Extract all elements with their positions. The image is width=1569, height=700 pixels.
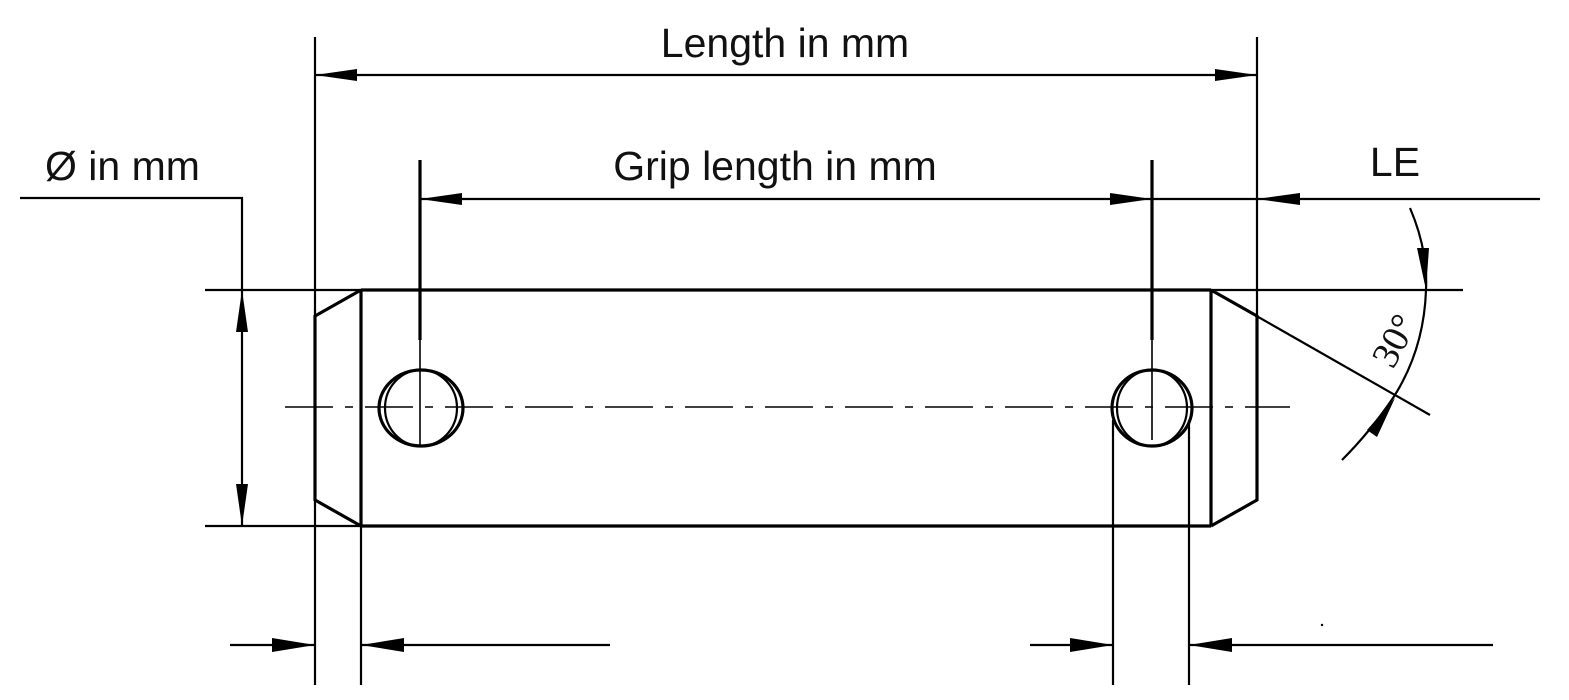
angle-dimension bbox=[1341, 207, 1429, 461]
le-label: LE bbox=[1370, 139, 1420, 185]
length-dimension bbox=[315, 69, 1257, 81]
stray-dot bbox=[1320, 623, 1324, 627]
hole-diameter-dimension bbox=[1030, 638, 1493, 652]
length-label: Length in mm bbox=[661, 20, 909, 66]
grip-length-dimension bbox=[420, 193, 1540, 205]
cross-hole-left bbox=[377, 368, 465, 448]
grip-length-label: Grip length in mm bbox=[613, 143, 937, 189]
pin-body-outline bbox=[359, 288, 1213, 528]
angle-label: 30° bbox=[1364, 308, 1426, 375]
diameter-label: Ø in mm bbox=[45, 143, 200, 189]
chamfer-angle-line bbox=[1210, 289, 1431, 416]
cross-hole-right bbox=[1110, 368, 1194, 448]
chamfer-width-dimension bbox=[230, 638, 610, 652]
right-chamfer bbox=[1210, 288, 1259, 528]
diameter-dimension bbox=[20, 196, 248, 526]
left-chamfer bbox=[313, 288, 362, 528]
